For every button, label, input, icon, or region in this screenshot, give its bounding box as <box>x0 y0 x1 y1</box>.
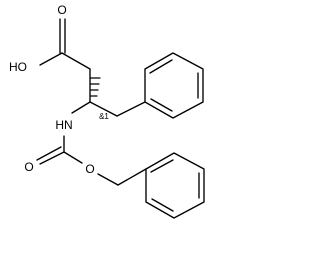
bond-c1-oh <box>39 52 63 66</box>
carboxylic-acid-group <box>39 18 91 70</box>
bond-c3-nh <box>71 101 91 114</box>
bond-c1-c2 <box>61 52 91 70</box>
chemical-structure-diagram: O HO HN O O &1 <box>9 3 205 219</box>
atom-label-amine: HN <box>55 118 72 132</box>
bond-ch2-ring-bottom <box>117 168 147 186</box>
bond-c-o-ester <box>63 151 83 164</box>
ring-double-top-1 <box>149 59 173 74</box>
bond-c3-ch2 <box>89 101 118 117</box>
bond-c-o-carbonyl-a <box>39 151 65 165</box>
backbone <box>71 68 118 117</box>
atom-label-o-carbamate: O <box>24 160 33 174</box>
atom-label-o-ester: O <box>85 162 94 176</box>
phenyl-ring-top <box>116 52 204 119</box>
ring-double-top-3 <box>150 98 173 112</box>
phenyl-ring-bottom <box>145 152 205 219</box>
ring-outline-top <box>144 52 204 119</box>
atom-label-hydroxyl: HO <box>9 60 27 74</box>
ring-double-bottom-1 <box>150 159 174 173</box>
atom-label-o-acid: O <box>57 3 66 17</box>
bond-ch2-ring <box>116 101 146 117</box>
ring-double-bottom-3 <box>151 198 174 212</box>
bond-o-ch2 <box>97 173 119 186</box>
ring-outline-bottom <box>145 152 205 219</box>
stereo-center-label: &1 <box>99 112 109 121</box>
bond-c-o-carbonyl-b <box>36 146 62 161</box>
carbamate-group <box>36 135 147 186</box>
hashed-wedge-stereo-bond <box>89 77 101 97</box>
